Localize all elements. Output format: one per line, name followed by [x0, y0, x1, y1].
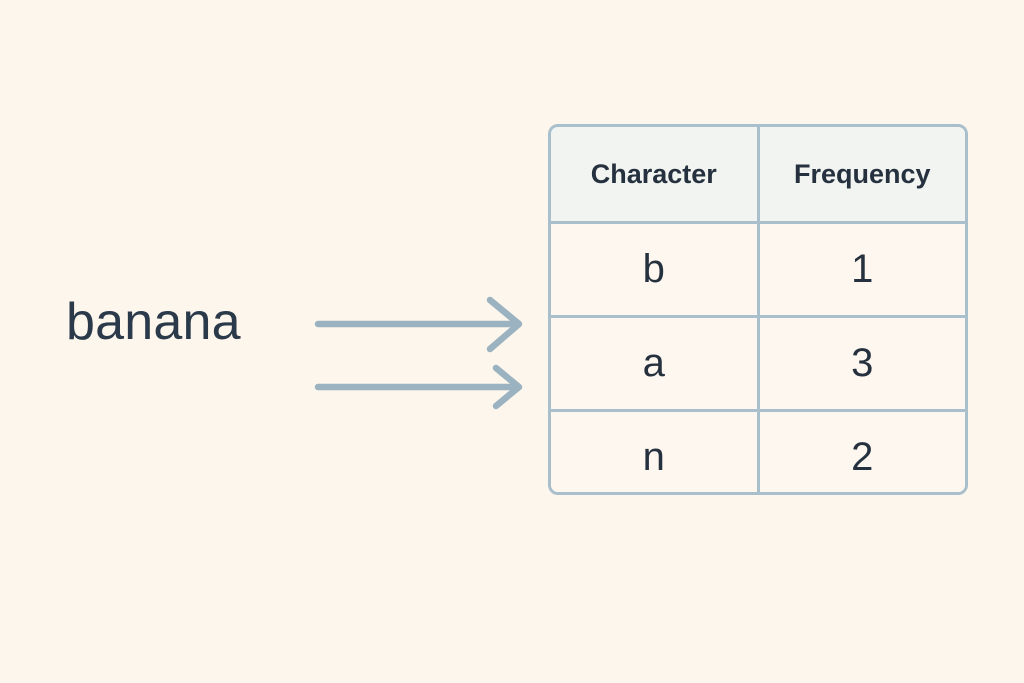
table-row: a 3 [551, 316, 965, 412]
cell-character: b [551, 222, 760, 318]
input-word-label: banana [66, 293, 241, 351]
column-header-frequency: Frequency [758, 127, 965, 224]
table-header-row: Character Frequency [551, 127, 965, 224]
arrow-upper-icon [314, 296, 523, 353]
table-row: b 1 [551, 222, 965, 318]
cell-frequency: 1 [758, 222, 965, 318]
cell-character: a [551, 316, 760, 412]
frequency-table: Character Frequency b 1 a 3 n 2 [548, 124, 968, 495]
arrow-lower-icon [314, 364, 523, 410]
frequency-table-grid: Character Frequency b 1 a 3 n 2 [551, 127, 965, 492]
table-body: b 1 a 3 n 2 [551, 222, 965, 492]
column-header-character: Character [551, 127, 760, 224]
cell-character: n [551, 410, 760, 492]
arrows-svg [314, 296, 523, 410]
table-head: Character Frequency [551, 127, 965, 224]
cell-frequency: 2 [758, 410, 965, 492]
cell-frequency: 3 [758, 316, 965, 412]
table-row: n 2 [551, 410, 965, 492]
arrow-group [310, 295, 535, 410]
